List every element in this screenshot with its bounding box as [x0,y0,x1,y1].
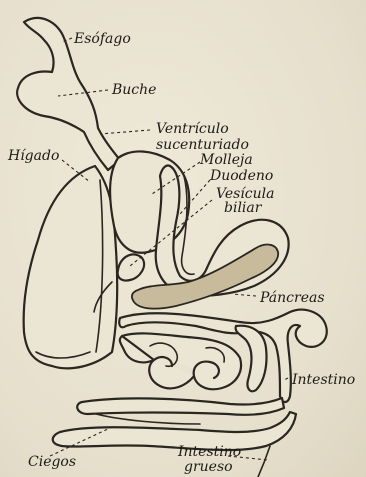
label-duodeno: Duodeno [209,168,273,184]
label-sucenturiado: sucenturiado [156,137,249,153]
label-intestino-grueso-2: grueso [184,459,233,475]
label-esofago: Esófago [73,31,131,47]
label-intestino-grueso-1: Intestino [177,444,241,460]
pancreas [132,245,278,309]
label-intestino: Intestino [291,372,355,388]
label-higado: Hígado [7,148,59,164]
label-pancreas: Páncreas [259,290,325,306]
label-ventriculo: Ventrículo [156,121,229,137]
label-biliar: biliar [224,200,263,216]
label-molleja: Molleja [199,152,253,168]
liver [24,166,118,368]
label-buche: Buche [111,82,156,98]
label-ciegos: Ciegos [28,454,76,470]
small-intestine [119,310,327,402]
